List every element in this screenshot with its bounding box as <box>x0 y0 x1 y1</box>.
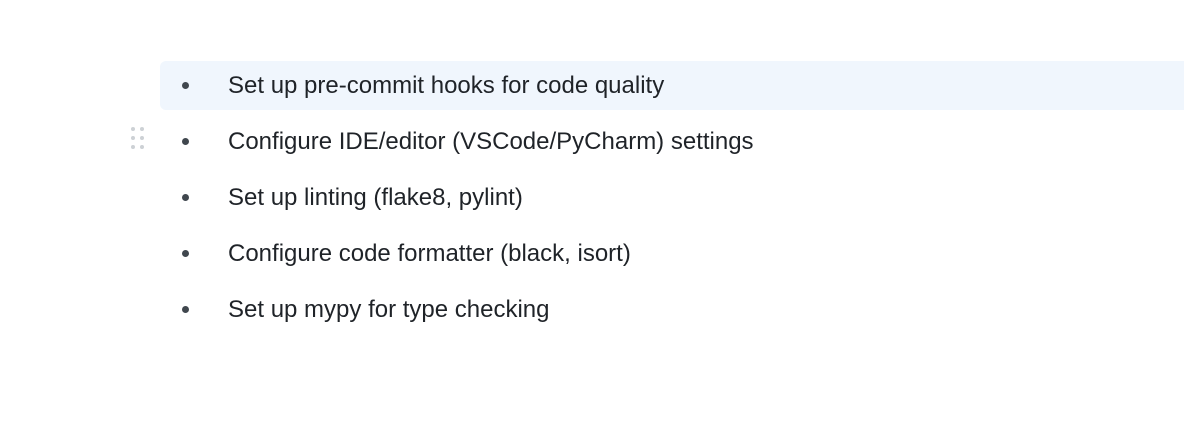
bullet-icon <box>182 194 189 201</box>
bullet-icon <box>182 138 189 145</box>
drag-handle-dots-icon <box>131 127 144 149</box>
bullet-icon <box>182 82 189 89</box>
list-item[interactable]: Configure IDE/editor (VSCode/PyCharm) se… <box>160 117 1184 166</box>
list-item-text[interactable]: Set up linting (flake8, pylint) <box>228 183 523 211</box>
list-item-text[interactable]: Set up mypy for type checking <box>228 295 550 323</box>
bullet-icon <box>182 306 189 313</box>
list-item-highlighted[interactable]: Set up pre-commit hooks for code quality <box>160 61 1184 110</box>
drag-handle[interactable] <box>129 125 146 151</box>
list-item-text[interactable]: Set up pre-commit hooks for code quality <box>228 71 665 99</box>
bullet-icon <box>182 250 189 257</box>
list-item-text[interactable]: Configure code formatter (black, isort) <box>228 239 631 267</box>
list-item[interactable]: Set up mypy for type checking <box>160 285 1184 334</box>
bulleted-list: Set up pre-commit hooks for code quality… <box>160 61 1184 341</box>
list-item[interactable]: Set up linting (flake8, pylint) <box>160 173 1184 222</box>
list-item[interactable]: Configure code formatter (black, isort) <box>160 229 1184 278</box>
list-item-text[interactable]: Configure IDE/editor (VSCode/PyCharm) se… <box>228 127 754 155</box>
